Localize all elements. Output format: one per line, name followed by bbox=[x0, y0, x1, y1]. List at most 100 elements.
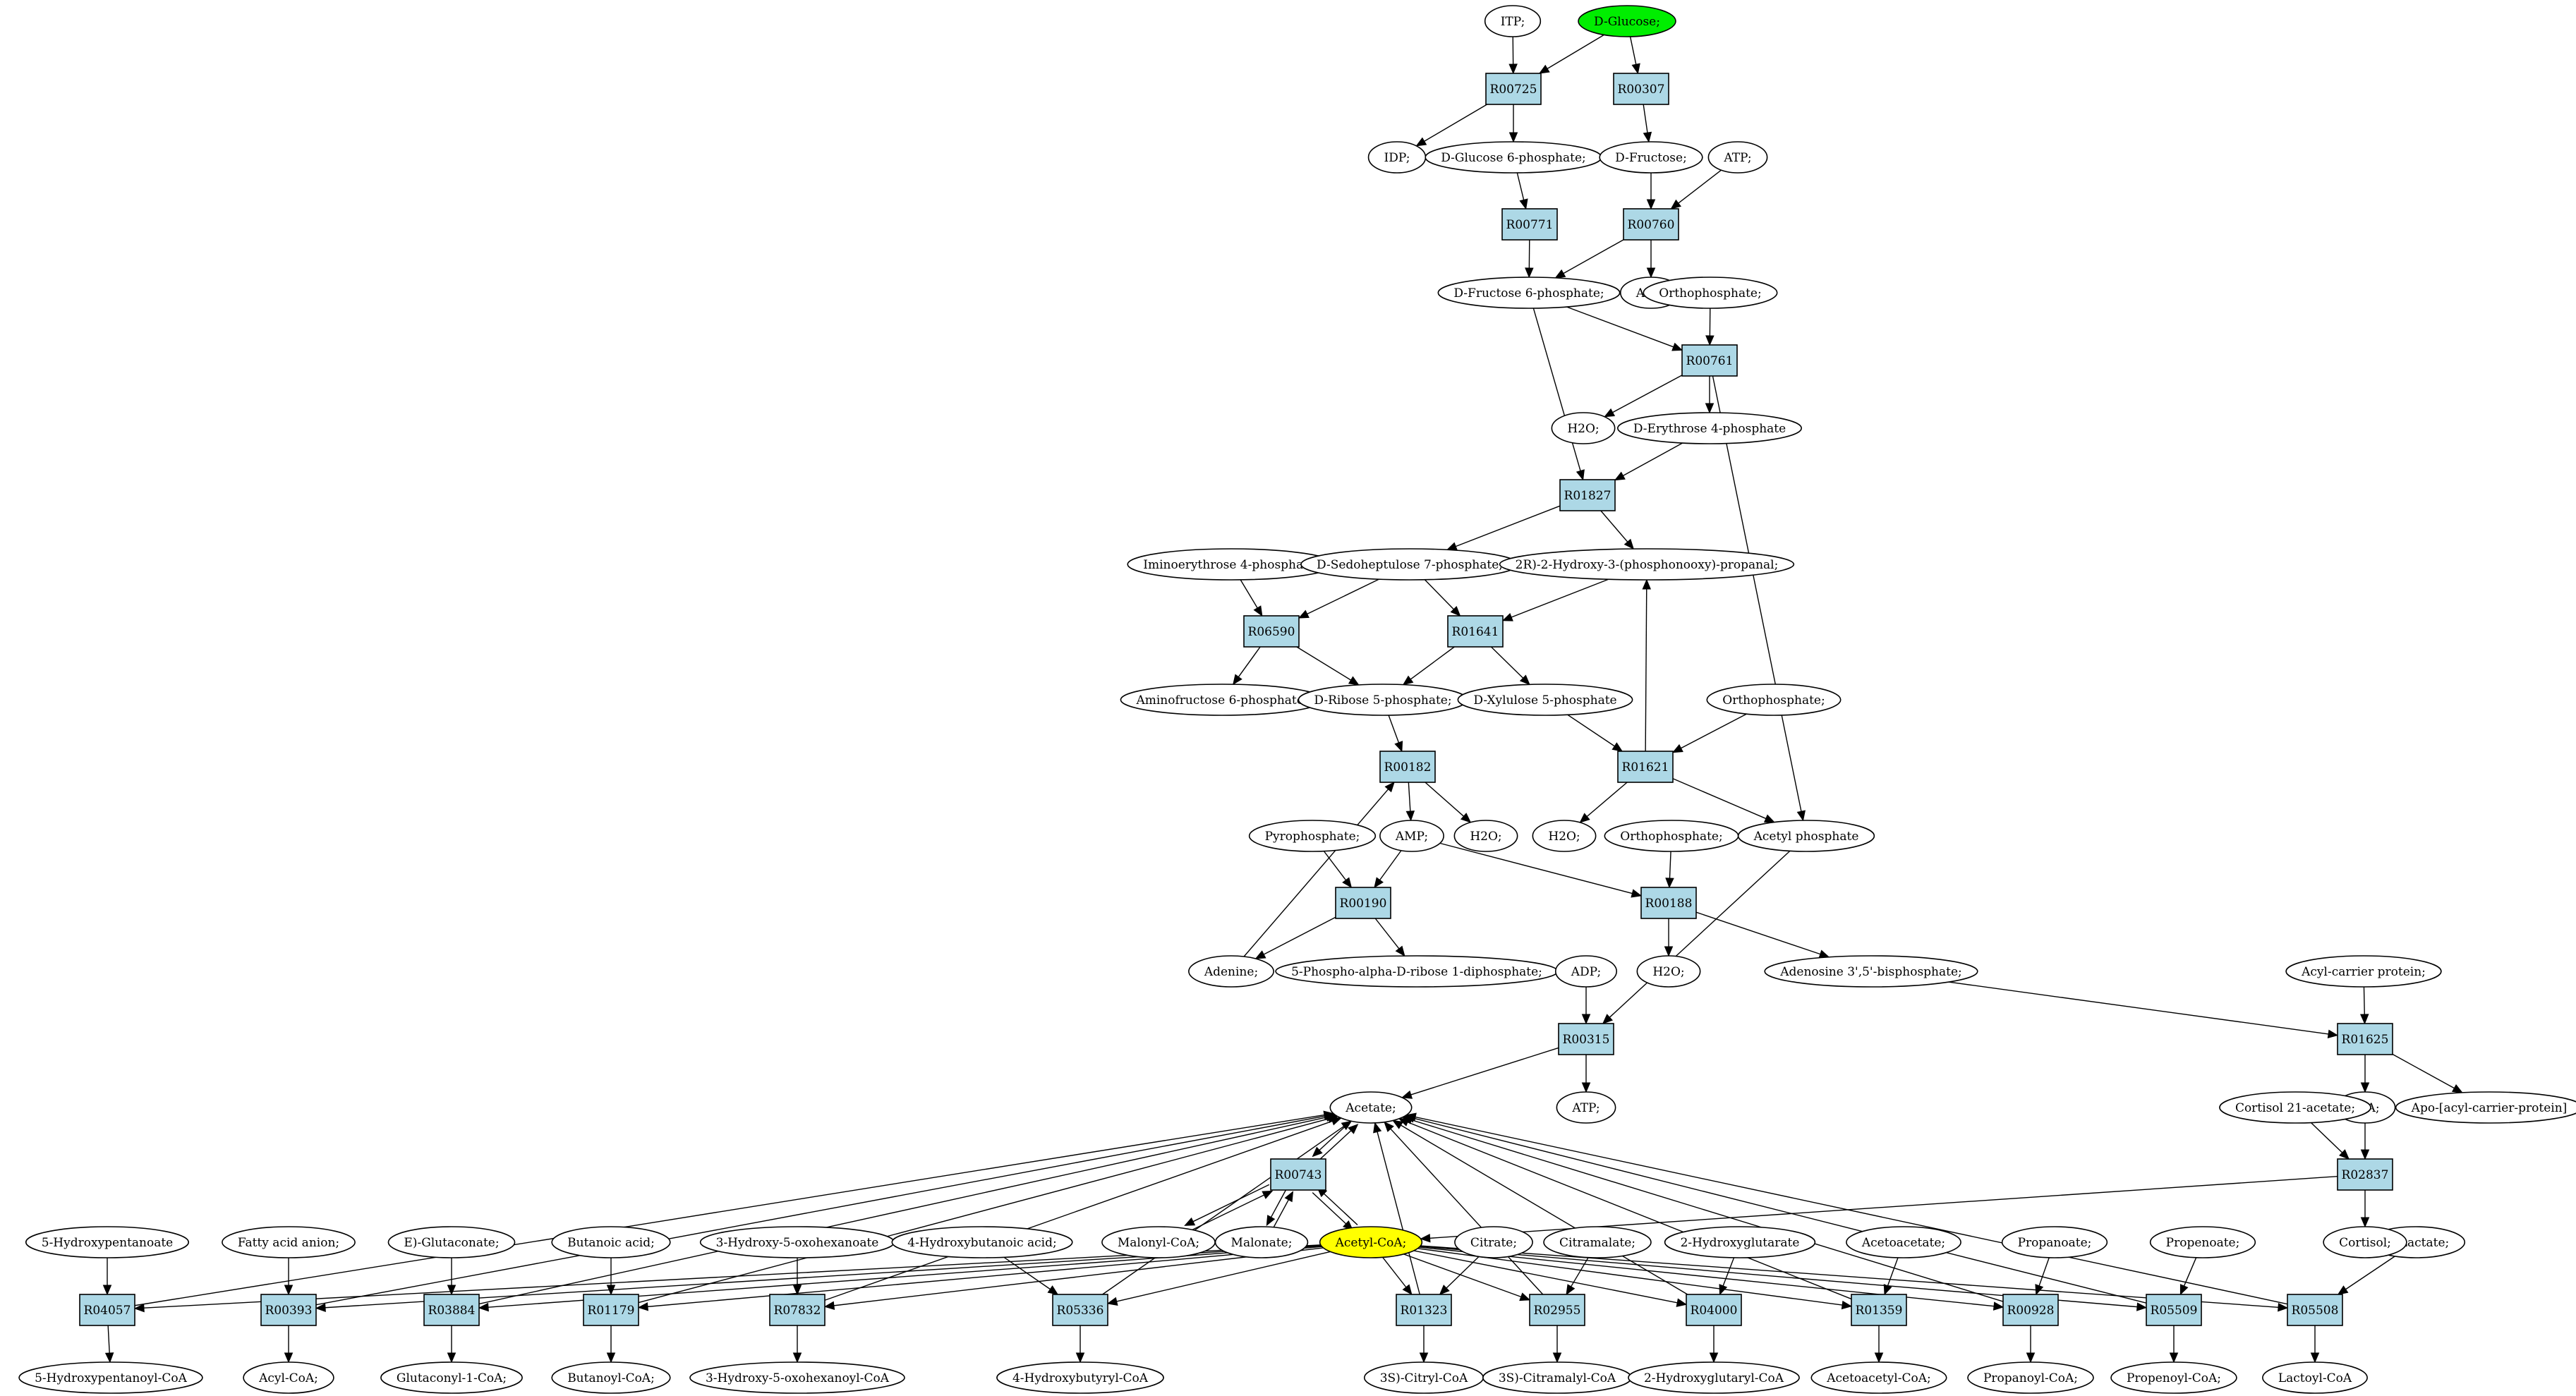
compound-node-adp2[interactable]: ADP; bbox=[1554, 955, 1618, 988]
compound-node-butac[interactable]: Butanoic acid; bbox=[551, 1226, 671, 1258]
compound-node-atp1[interactable]: ATP; bbox=[1707, 141, 1768, 174]
compound-node-propcoa[interactable]: Propanoyl-CoA; bbox=[1967, 1361, 2094, 1394]
reaction-node-r00315[interactable]: R00315 bbox=[1558, 1023, 1614, 1055]
compound-node-acetoaccoa[interactable]: Acetoacetyl-CoA; bbox=[1810, 1361, 1947, 1394]
compound-node-s7p[interactable]: D-Sedoheptulose 7-phosphate; bbox=[1300, 548, 1519, 581]
compound-node-hglut[interactable]: 2-Hydroxyglutarate bbox=[1664, 1226, 1816, 1258]
compound-node-h2o1[interactable]: H2O; bbox=[1551, 412, 1616, 444]
reaction-node-r00743[interactable]: R00743 bbox=[1270, 1158, 1326, 1191]
compound-node-idp[interactable]: IDP; bbox=[1367, 141, 1427, 174]
reaction-node-r02837[interactable]: R02837 bbox=[2337, 1158, 2393, 1191]
compound-node-hbutcoa[interactable]: 4-Hydroxybutyryl-CoA bbox=[996, 1361, 1164, 1394]
compound-node-pyro[interactable]: Pyrophosphate; bbox=[1248, 820, 1377, 852]
compound-node-h2o2[interactable]: H2O; bbox=[1453, 820, 1518, 852]
reaction-node-r00307[interactable]: R00307 bbox=[1613, 73, 1669, 105]
reaction-node-r05508[interactable]: R05508 bbox=[2287, 1294, 2343, 1326]
compound-node-acetoac[interactable]: Acetoacetate; bbox=[1846, 1226, 1961, 1258]
edge-line bbox=[1240, 579, 1258, 609]
reaction-node-r00393[interactable]: R00393 bbox=[260, 1294, 317, 1326]
compound-node-h2o4[interactable]: H2O; bbox=[1636, 955, 1701, 988]
compound-node-citramalylcoa[interactable]: 3S)-Citramalyl-CoA bbox=[1482, 1361, 1632, 1394]
compound-node-hglutcoa[interactable]: 2-Hydroxyglutaryl-CoA bbox=[1628, 1361, 1800, 1394]
reaction-node-r07832[interactable]: R07832 bbox=[769, 1294, 826, 1326]
compound-node-malonate[interactable]: Malonate; bbox=[1214, 1226, 1309, 1258]
compound-node-citrate[interactable]: Citrate; bbox=[1454, 1226, 1533, 1258]
compound-node-prpp[interactable]: 5-Phospho-alpha-D-ribose 1-diphosphate; bbox=[1275, 955, 1559, 988]
reaction-node-r00182[interactable]: R00182 bbox=[1379, 751, 1436, 783]
compound-node-x5p[interactable]: D-Xylulose 5-phosphate bbox=[1457, 684, 1633, 716]
reaction-node-r05336[interactable]: R05336 bbox=[1052, 1294, 1108, 1326]
compound-node-apoacp[interactable]: Apo-[acyl-carrier-protein] bbox=[2395, 1091, 2576, 1124]
compound-ellipse bbox=[1737, 820, 1875, 852]
reaction-node-r00190[interactable]: R00190 bbox=[1335, 887, 1391, 919]
compound-label: Orthophosphate; bbox=[1659, 286, 1761, 301]
compound-node-propenoylcoa[interactable]: Propenoyl-CoA; bbox=[2110, 1361, 2237, 1394]
compound-node-adenine[interactable]: Adenine; bbox=[1188, 955, 1274, 988]
compound-node-e4p[interactable]: D-Erythrose 4-phosphate bbox=[1617, 412, 1802, 444]
compound-node-acetylp[interactable]: Acetyl phosphate bbox=[1737, 820, 1875, 852]
compound-node-cortac[interactable]: Cortisol 21-acetate; bbox=[2219, 1091, 2371, 1124]
reaction-node-r00761[interactable]: R00761 bbox=[1681, 344, 1738, 377]
reaction-node-r04057[interactable]: R04057 bbox=[79, 1294, 135, 1326]
compound-node-faa[interactable]: Fatty acid anion; bbox=[222, 1226, 356, 1258]
reaction-node-r00188[interactable]: R00188 bbox=[1640, 887, 1697, 919]
compound-node-f6p[interactable]: D-Fructose 6-phosphate; bbox=[1437, 277, 1621, 309]
reaction-node-r06590[interactable]: R06590 bbox=[1243, 615, 1300, 648]
compound-node-hpentcoa[interactable]: 5-Hydroxypentanoyl-CoA bbox=[18, 1361, 203, 1394]
compound-node-h2o3[interactable]: H2O; bbox=[1532, 820, 1597, 852]
compound-node-glutac[interactable]: E)-Glutaconate; bbox=[387, 1226, 516, 1258]
reaction-node-r00760[interactable]: R00760 bbox=[1623, 208, 1679, 241]
compound-node-amp[interactable]: AMP; bbox=[1379, 820, 1444, 852]
compound-node-acetylcoa[interactable]: Acetyl-CoA; bbox=[1319, 1226, 1423, 1258]
reaction-node-r01179[interactable]: R01179 bbox=[583, 1294, 639, 1326]
compound-node-butcoa[interactable]: Butanoyl-CoA; bbox=[551, 1361, 671, 1394]
reaction-node-r01323[interactable]: R01323 bbox=[1396, 1294, 1452, 1326]
compound-node-cortisol[interactable]: Cortisol; bbox=[2323, 1226, 2407, 1258]
edge-acetylcoa-to-R01179 bbox=[637, 1246, 1322, 1311]
reaction-node-r01827[interactable]: R01827 bbox=[1559, 479, 1616, 511]
compound-node-fructose[interactable]: D-Fructose; bbox=[1599, 141, 1703, 174]
compound-node-ortho1[interactable]: Orthophosphate; bbox=[1643, 277, 1778, 309]
compound-node-itp[interactable]: ITP; bbox=[1484, 5, 1542, 37]
compound-node-propenoate[interactable]: Propenoate; bbox=[2149, 1226, 2256, 1258]
compound-node-hpent[interactable]: 5-Hydroxypentanoate bbox=[25, 1226, 190, 1258]
compound-node-ortho3[interactable]: Orthophosphate; bbox=[1604, 820, 1739, 852]
reaction-node-r01625[interactable]: R01625 bbox=[2337, 1023, 2393, 1055]
edge-line bbox=[2183, 1257, 2197, 1287]
compound-label: Pyrophosphate; bbox=[1265, 830, 1360, 844]
reaction-node-r05509[interactable]: R05509 bbox=[2146, 1294, 2202, 1326]
compound-node-citramalate[interactable]: Citramalate; bbox=[1543, 1226, 1652, 1258]
compound-node-ortho2[interactable]: Orthophosphate; bbox=[1706, 684, 1842, 716]
compound-node-hox[interactable]: 3-Hydroxy-5-oxohexanoate bbox=[699, 1226, 895, 1258]
reaction-label: R02955 bbox=[1534, 1304, 1581, 1318]
compound-node-glutcoa[interactable]: Glutaconyl-1-CoA; bbox=[380, 1361, 523, 1394]
compound-node-propanoate[interactable]: Propanoate; bbox=[2001, 1226, 2108, 1258]
reaction-node-r00725[interactable]: R00725 bbox=[1485, 73, 1542, 105]
compound-node-pap[interactable]: Adenosine 3',5'-bisphosphate; bbox=[1764, 955, 1978, 988]
compound-node-lactoylcoa[interactable]: Lactoyl-CoA bbox=[2262, 1361, 2368, 1394]
compound-node-citrylcoa[interactable]: 3S)-Citryl-CoA bbox=[1363, 1361, 1484, 1394]
compound-node-atp2[interactable]: ATP; bbox=[1556, 1091, 1616, 1124]
compound-node-acp[interactable]: Acyl-carrier protein; bbox=[2285, 955, 2442, 988]
reaction-node-r01359[interactable]: R01359 bbox=[1851, 1294, 1907, 1326]
compound-node-acetate[interactable]: Acetate; bbox=[1329, 1091, 1413, 1124]
reaction-node-r00771[interactable]: R00771 bbox=[1501, 208, 1558, 241]
reaction-node-r01621[interactable]: R01621 bbox=[1617, 751, 1674, 783]
compound-node-g6p[interactable]: D-Glucose 6-phosphate; bbox=[1425, 141, 1602, 174]
reaction-node-r02955[interactable]: R02955 bbox=[1529, 1294, 1585, 1326]
arrowhead-icon bbox=[1106, 1297, 1118, 1306]
compound-node-r5p[interactable]: D-Ribose 5-phosphate; bbox=[1298, 684, 1468, 716]
compound-node-aminofruc[interactable]: Aminofructose 6-phosphate; bbox=[1120, 684, 1324, 716]
compound-node-glucose[interactable]: D-Glucose; bbox=[1578, 5, 1676, 37]
reaction-node-r00928[interactable]: R00928 bbox=[2002, 1294, 2059, 1326]
reaction-node-r03884[interactable]: R03884 bbox=[423, 1294, 480, 1326]
compound-node-malcoa[interactable]: Malonyl-CoA; bbox=[1101, 1226, 1216, 1258]
compound-node-hpp[interactable]: 2R)-2-Hydroxy-3-(phosphonooxy)-propanal; bbox=[1499, 548, 1795, 581]
reaction-node-r01641[interactable]: R01641 bbox=[1447, 615, 1504, 648]
compound-node-hbut[interactable]: 4-Hydroxybutanoic acid; bbox=[891, 1226, 1073, 1258]
reaction-node-r04000[interactable]: R04000 bbox=[1686, 1294, 1742, 1326]
compound-node-hoxcoa[interactable]: 3-Hydroxy-5-oxohexanoyl-CoA bbox=[689, 1361, 905, 1394]
reaction-label: R01625 bbox=[2342, 1033, 2389, 1047]
compound-node-acylcoa[interactable]: Acyl-CoA; bbox=[243, 1361, 334, 1394]
edge-R00761-to-acetylp bbox=[1712, 375, 1806, 822]
